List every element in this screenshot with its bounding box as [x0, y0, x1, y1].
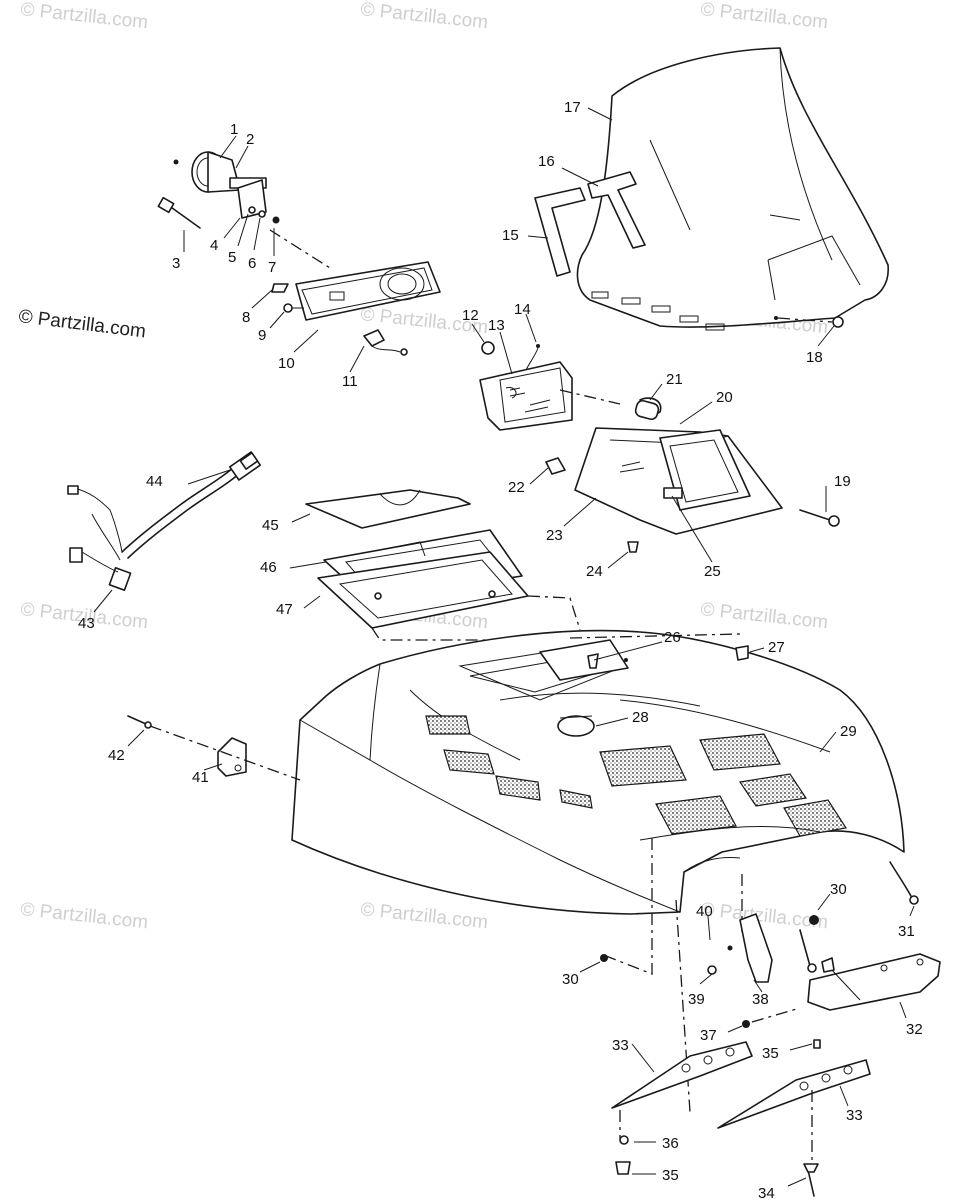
callout-labels: 1 2 3 4 5 6 7 8 9 10 11 12 13 14 15 16 1… — [78, 99, 923, 1200]
callout-41: 41 — [192, 769, 209, 786]
callout-28: 28 — [632, 709, 649, 726]
watermark: © Partzilla.com — [359, 899, 489, 933]
callout-3: 3 — [172, 255, 180, 272]
callout-1: 1 — [230, 121, 238, 138]
hood-bracket — [127, 715, 301, 781]
callout-38: 38 — [752, 991, 769, 1008]
callout-17: 17 — [564, 99, 581, 116]
callout-13: 13 — [488, 317, 505, 334]
callout-33: 33 — [612, 1037, 629, 1054]
callout-46: 46 — [260, 559, 277, 576]
callout-12: 12 — [462, 307, 479, 324]
callout-31: 31 — [898, 923, 915, 940]
watermark: © Partzilla.com — [359, 0, 489, 33]
callout-29: 29 — [840, 723, 857, 740]
watermark: © Partzilla.com — [19, 0, 149, 33]
callout-21: 21 — [666, 371, 683, 388]
callout-40: 40 — [696, 903, 713, 920]
callout-47: 47 — [276, 601, 293, 618]
callout-9: 9 — [258, 327, 266, 344]
callout-27: 27 — [768, 639, 785, 656]
callout-30b: 30 — [562, 971, 579, 988]
nose-pod — [545, 397, 840, 553]
callout-30: 30 — [830, 881, 847, 898]
callout-15: 15 — [502, 227, 519, 244]
callout-24: 24 — [586, 563, 603, 580]
callout-43: 43 — [78, 615, 95, 632]
callout-25: 25 — [704, 563, 721, 580]
watermark: © Partzilla.com — [699, 0, 829, 33]
watermark: © Partzilla.com — [699, 899, 829, 933]
callout-6: 6 — [248, 255, 256, 272]
callout-14: 14 — [514, 301, 531, 318]
callout-4: 4 — [210, 237, 218, 254]
callout-36: 36 — [662, 1135, 679, 1152]
callout-34: 34 — [758, 1185, 775, 1200]
headlight — [479, 341, 621, 431]
callout-26: 26 — [664, 629, 681, 646]
callout-37: 37 — [700, 1027, 717, 1044]
gauge-assembly — [157, 151, 331, 269]
watermark: © Partzilla.com — [699, 599, 829, 633]
instrument-panel — [271, 261, 441, 356]
callout-10: 10 — [278, 355, 295, 372]
callout-22: 22 — [508, 479, 525, 496]
callout-23: 23 — [546, 527, 563, 544]
callout-42: 42 — [108, 747, 125, 764]
callout-39: 39 — [688, 991, 705, 1008]
callout-44: 44 — [146, 473, 163, 490]
callout-35b: 35 — [662, 1167, 679, 1184]
callout-33b: 33 — [846, 1107, 863, 1124]
lower-mount — [600, 838, 941, 1197]
windshield — [534, 47, 889, 331]
callout-8: 8 — [242, 309, 250, 326]
access-cover — [305, 489, 581, 641]
callout-16: 16 — [538, 153, 555, 170]
copyright-label: © Partzilla.com — [17, 306, 147, 342]
callout-11: 11 — [342, 373, 358, 390]
callout-19: 19 — [834, 473, 851, 490]
watermark: © Partzilla.com — [19, 899, 149, 933]
callout-32: 32 — [906, 1021, 923, 1038]
callout-5: 5 — [228, 249, 236, 266]
callout-2: 2 — [246, 131, 254, 148]
callout-35: 35 — [762, 1045, 779, 1062]
callout-45: 45 — [262, 517, 279, 534]
callout-18: 18 — [806, 349, 823, 366]
callout-7: 7 — [268, 259, 276, 276]
leader-lines — [93, 107, 915, 1187]
hood — [291, 629, 905, 915]
callout-20: 20 — [716, 389, 733, 406]
wiring-harness — [67, 451, 262, 591]
